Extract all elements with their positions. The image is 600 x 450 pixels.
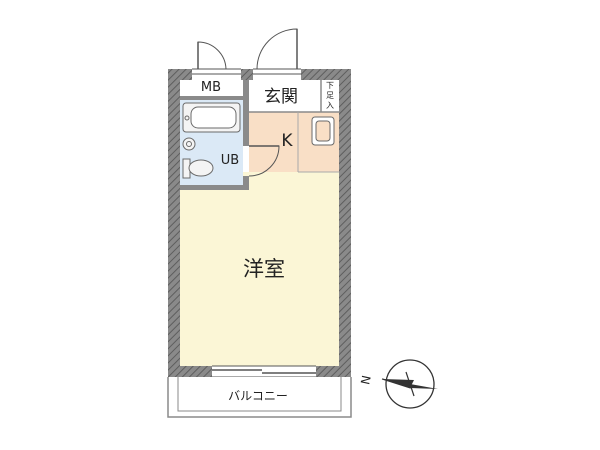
youshitsu-label: 洋室 <box>243 257 285 281</box>
wall-ub-right-lower <box>243 176 249 190</box>
wall-mb-ub <box>180 96 249 100</box>
wall-ub-bottom <box>180 185 249 190</box>
wall-ub-right-upper <box>243 80 249 146</box>
ub-label: UB <box>221 153 239 168</box>
genkan-floor <box>249 80 321 112</box>
bathtub-drain <box>184 115 190 121</box>
balcony-rail <box>167 377 352 418</box>
balcony-floor <box>168 377 351 417</box>
entrance-door-swing <box>256 28 298 70</box>
getabako-label-3: 入 <box>326 101 334 110</box>
mb-label: MB <box>201 80 221 95</box>
mb-floor <box>180 80 243 96</box>
getabako-label-1: 下 <box>326 81 334 90</box>
youshitsu-floor <box>180 172 339 366</box>
compass-cross <box>405 371 415 397</box>
balcony-label: バルコニー <box>228 389 288 403</box>
washbasin-inner <box>186 141 192 147</box>
toilet-bowl <box>188 159 214 177</box>
compass-north-label: N <box>358 374 374 386</box>
compass: N <box>358 359 438 409</box>
wall-left <box>168 69 180 377</box>
compass-needle-south <box>410 384 438 389</box>
wall-right <box>339 69 351 377</box>
wall-top-mid <box>241 69 253 80</box>
washbasin <box>182 137 196 151</box>
mb-door-swing <box>197 41 227 70</box>
getabako-floor <box>321 80 339 112</box>
wall-bottom-left <box>168 366 212 377</box>
wall-bottom-right <box>316 366 351 377</box>
kitchen-label: K <box>281 131 293 151</box>
ub-door-swing <box>248 145 280 177</box>
getabako-label-2: 足 <box>326 91 334 100</box>
kitchen-sink-inner <box>315 120 331 142</box>
compass-needle-dark <box>382 379 414 388</box>
balcony-rail-inner <box>177 377 342 412</box>
bathtub-inner <box>190 106 237 129</box>
wall-top-right <box>301 69 351 80</box>
genkan-label: 玄関 <box>264 87 298 107</box>
